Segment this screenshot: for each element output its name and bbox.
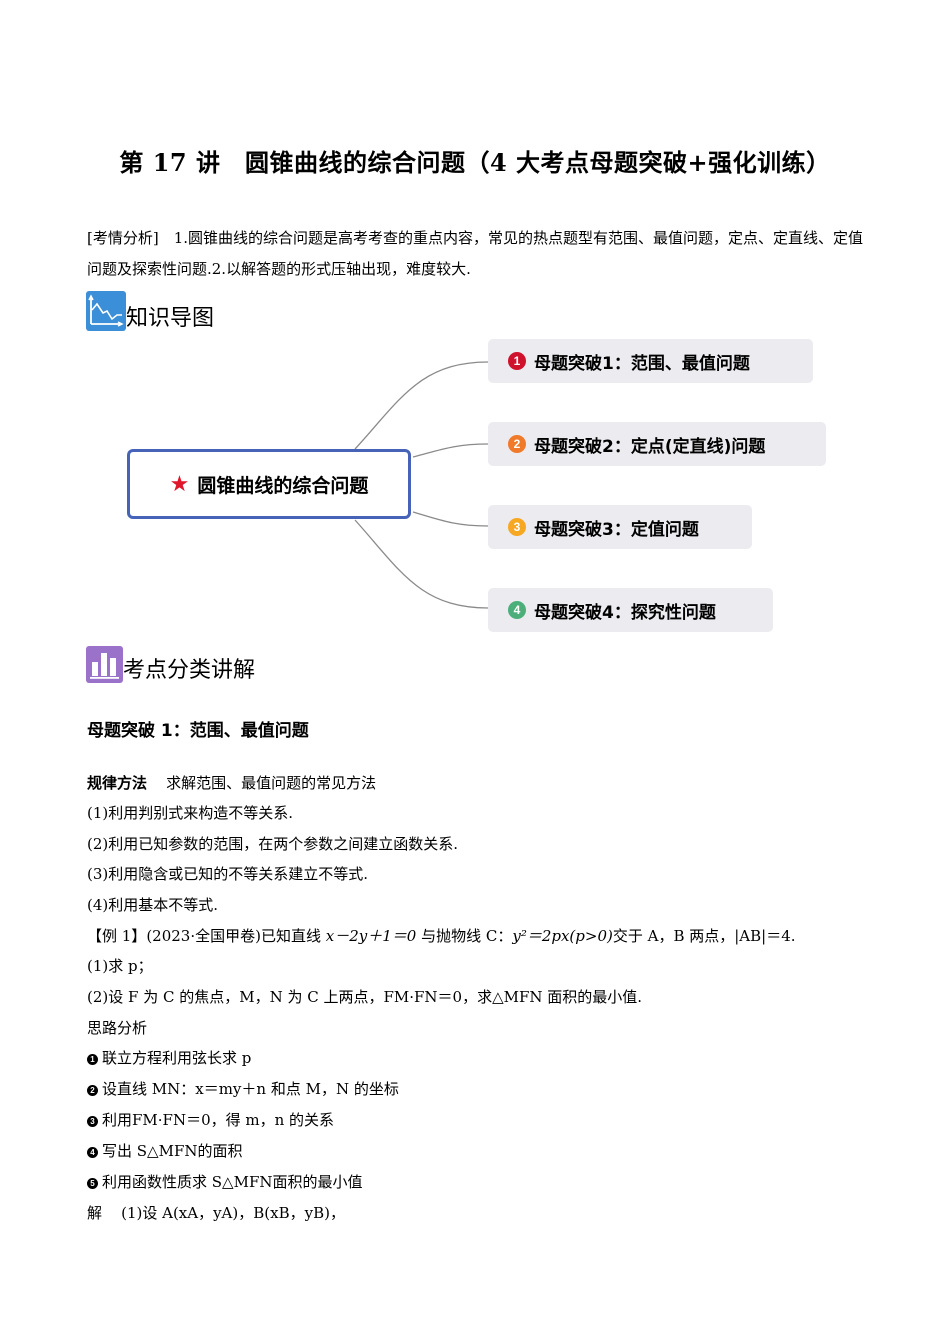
- node-label: 母题突破2：定点(定直线)问题: [534, 436, 766, 457]
- thinking-step: 5 利用函数性质求 S△MFN面积的最小值: [87, 1171, 362, 1192]
- line-chart-icon: [86, 291, 126, 331]
- node-label: 母题突破4：探究性问题: [534, 602, 716, 623]
- example-text: 交于 A，B 两点，|AB|＝4.: [612, 927, 796, 945]
- section-heading-topics: 考点分类讲解: [86, 646, 255, 683]
- step-text: 设直线 MN：x＝my＋n 和点 M，N 的坐标: [102, 1080, 399, 1098]
- number-1-badge-icon: 1: [508, 352, 526, 370]
- step-text: 利用FM·FN＝0，得 m，n 的关系: [102, 1111, 335, 1129]
- solution-text: (1)设 A(xA，yA)，B(xB，yB)，: [121, 1204, 345, 1222]
- node-label: 母题突破3：定值问题: [534, 519, 699, 540]
- central-node-label: 圆锥曲线的综合问题: [197, 474, 369, 497]
- node-label: 母题突破1：范围、最值问题: [534, 353, 750, 374]
- example-text: 已知直线: [260, 927, 326, 945]
- analysis-paragraph: [考情分析] 1.圆锥曲线的综合问题是高考考查的重点内容，常见的热点题型有范围、…: [87, 223, 867, 285]
- number-1-dot-icon: 1: [87, 1054, 98, 1065]
- solution-label: 解: [87, 1204, 103, 1222]
- method-item: (1)利用判别式来构造不等关系.: [87, 804, 294, 822]
- mind-map-node-1: 1 母题突破1：范围、最值问题: [488, 339, 813, 383]
- section-heading-knowledge-map: 知识导图: [86, 291, 214, 331]
- section-title: 知识导图: [126, 306, 215, 331]
- thinking-step: 2 设直线 MN：x＝my＋n 和点 M，N 的坐标: [87, 1078, 399, 1099]
- question-2: (2)设 F 为 C 的焦点，M，N 为 C 上两点，FM·FN＝0，求△MFN…: [87, 988, 643, 1006]
- mind-map: ★ 圆锥曲线的综合问题 1 母题突破1：范围、最值问题 2 母题突破2：定点(定…: [0, 0, 950, 650]
- mind-map-node-4: 4 母题突破4：探究性问题: [488, 588, 773, 632]
- step-text: 写出 S△MFN的面积: [102, 1142, 243, 1160]
- method-heading: 规律方法 求解范围、最值问题的常见方法: [87, 772, 376, 793]
- step-text: 利用函数性质求 S△MFN面积的最小值: [102, 1173, 363, 1191]
- number-3-dot-icon: 3: [87, 1116, 98, 1127]
- step-text: 联立方程利用弦长求 p: [102, 1049, 252, 1067]
- equation-parabola: y²＝2px(p>0): [512, 927, 613, 945]
- equation-line: x－2y＋1＝0: [325, 927, 417, 945]
- example-statement: 【例 1】(2023·全国甲卷)已知直线 x－2y＋1＝0 与抛物线 C：y²＝…: [87, 925, 796, 946]
- number-4-dot-icon: 4: [87, 1147, 98, 1158]
- method-item: (2)利用已知参数的范围，在两个参数之间建立函数关系.: [87, 835, 459, 853]
- example-text: 与抛物线 C：: [416, 927, 513, 945]
- star-icon: ★: [169, 471, 190, 497]
- method-item: (3)利用隐含或已知的不等关系建立不等式.: [87, 865, 369, 883]
- example-label: 【例 1】: [87, 927, 147, 945]
- analysis-text: 1.圆锥曲线的综合问题是高考考查的重点内容，常见的热点题型有范围、最值问题，定点…: [87, 229, 864, 278]
- number-5-dot-icon: 5: [87, 1178, 98, 1189]
- mind-map-node-3: 3 母题突破3：定值问题: [488, 505, 752, 549]
- question-1: (1)求 p；: [87, 957, 153, 975]
- number-4-badge-icon: 4: [508, 601, 526, 619]
- method-label: 规律方法: [87, 774, 148, 792]
- sub-heading: 母题突破 1：范围、最值问题: [87, 721, 309, 741]
- number-3-badge-icon: 3: [508, 518, 526, 536]
- number-2-dot-icon: 2: [87, 1085, 98, 1096]
- mind-map-central-node: ★ 圆锥曲线的综合问题: [127, 449, 411, 519]
- solution-line: 解 (1)设 A(xA，yA)，B(xB，yB)，: [87, 1202, 345, 1223]
- thinking-label: 思路分析: [87, 1019, 148, 1037]
- example-source: (2023·全国甲卷): [146, 927, 261, 945]
- thinking-step: 1 联立方程利用弦长求 p: [87, 1047, 251, 1068]
- section-title: 考点分类讲解: [123, 658, 256, 683]
- mind-map-connectors: [354, 361, 489, 609]
- thinking-step: 3 利用FM·FN＝0，得 m，n 的关系: [87, 1109, 334, 1130]
- thinking-step: 4 写出 S△MFN的面积: [87, 1140, 242, 1161]
- method-title: 求解范围、最值问题的常见方法: [166, 774, 377, 792]
- mind-map-node-2: 2 母题突破2：定点(定直线)问题: [488, 422, 826, 466]
- page-title: 第 17 讲 圆锥曲线的综合问题（4 大考点母题突破+强化训练）: [119, 148, 831, 177]
- bar-chart-icon: [86, 646, 123, 683]
- number-2-badge-icon: 2: [508, 435, 526, 453]
- analysis-label: [考情分析]: [87, 229, 159, 247]
- method-item: (4)利用基本不等式.: [87, 896, 219, 914]
